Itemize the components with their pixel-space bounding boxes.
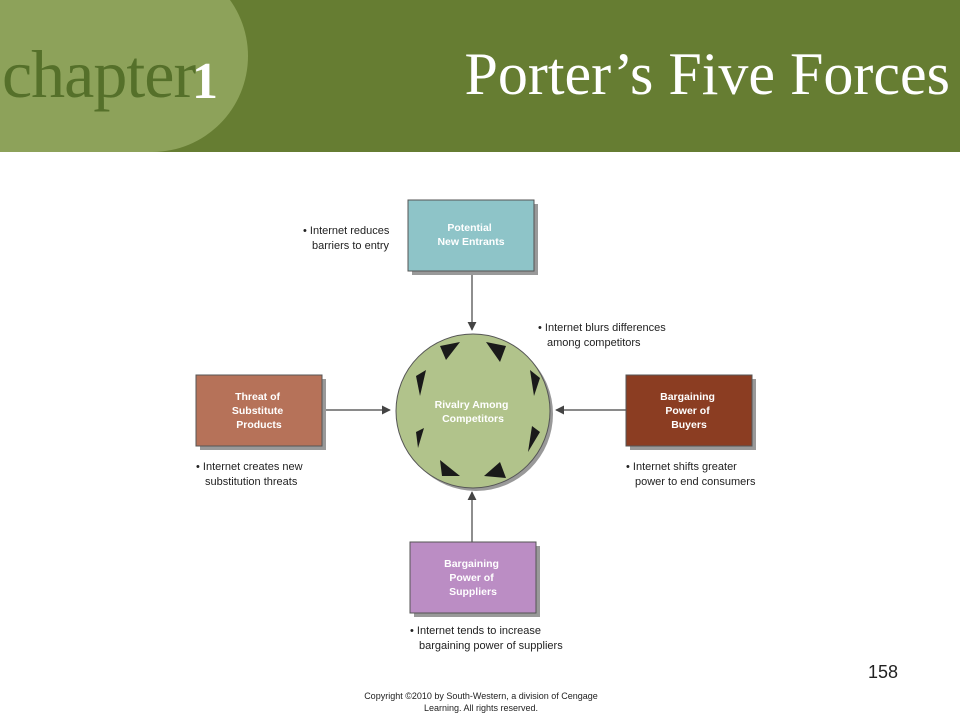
copyright-line: Copyright ©2010 by South-Western, a divi…	[364, 691, 598, 701]
note-line: bargaining power of suppliers	[419, 640, 563, 652]
note-new-entrants: • Internet reduces barriers to entry	[303, 224, 389, 254]
note-line: • Internet shifts greater	[626, 461, 737, 473]
force-box	[407, 199, 535, 272]
rivalry-circle	[395, 333, 551, 489]
copyright-line: Learning. All rights reserved.	[423, 703, 539, 713]
rivalry-wedges	[416, 342, 540, 478]
rivalry-wedge	[530, 370, 540, 396]
rivalry-wedge	[416, 370, 426, 396]
note-line: • Internet reduces	[303, 225, 390, 237]
force-label: Potential New Entrants	[437, 222, 504, 248]
force-label-line: Power of	[665, 405, 710, 417]
rivalry-label-line: Competitors	[442, 413, 504, 425]
force-box	[625, 374, 753, 447]
rivalry-label-line: Rivalry Among	[435, 399, 509, 411]
force-label: Bargaining Power of Buyers	[660, 391, 718, 431]
chapter-label: chapter	[2, 36, 196, 112]
force-label-line: Buyers	[671, 419, 707, 431]
note-line: among competitors	[547, 337, 641, 349]
rivalry-wedge	[486, 342, 506, 362]
rivalry-wedge	[440, 460, 460, 476]
note-line: • Internet tends to increase	[410, 625, 542, 637]
note-line: • Internet creates new	[196, 461, 303, 473]
rivalry-wedge	[528, 426, 540, 452]
page-number: 158	[868, 662, 899, 682]
rivalry-wedge	[440, 342, 460, 360]
rivalry-label: Rivalry Among Competitors	[435, 399, 512, 425]
note-line: barriers to entry	[312, 240, 390, 252]
rivalry-wedge	[416, 428, 424, 448]
force-label-line: Products	[236, 419, 282, 431]
force-label-line: Bargaining	[660, 391, 715, 403]
force-label-line: Bargaining	[444, 558, 499, 570]
note-substitutes: • Internet creates new substitution thre…	[196, 460, 303, 490]
note-rivalry: • Internet blurs differences among compe…	[538, 321, 666, 351]
chapter-badge	[0, 0, 248, 152]
slide-header: chapter 1 Porter’s Five Forces	[0, 0, 960, 152]
force-label-line: Potential	[447, 222, 491, 234]
note-line: power to end consumers	[635, 476, 756, 488]
force-threat-of-substitutes: Threat of Substitute Products	[195, 374, 326, 450]
force-potential-new-entrants: Potential New Entrants	[407, 199, 538, 275]
force-label: Bargaining Power of Suppliers	[444, 558, 502, 598]
force-buyer-power: Bargaining Power of Buyers	[625, 374, 756, 450]
force-label: Threat of Substitute Products	[232, 391, 286, 431]
note-suppliers: • Internet tends to increase bargaining …	[410, 624, 563, 654]
force-label-line: New Entrants	[437, 236, 504, 248]
slide-title: Porter’s Five Forces	[464, 41, 950, 107]
force-supplier-power: Bargaining Power of Suppliers	[409, 541, 540, 617]
rivalry-wedge	[484, 462, 506, 478]
force-label-line: Power of	[449, 572, 494, 584]
force-label-line: Suppliers	[449, 586, 497, 598]
note-line: • Internet blurs differences	[538, 322, 666, 334]
chapter-number: 1	[192, 53, 218, 110]
copyright-notice: Copyright ©2010 by South-Western, a divi…	[300, 690, 662, 714]
note-buyers: • Internet shifts greater power to end c…	[626, 460, 755, 490]
force-box	[195, 374, 323, 447]
rivalry-node: Rivalry Among Competitors	[395, 333, 553, 491]
force-label-line: Substitute	[232, 405, 283, 417]
force-box	[409, 541, 537, 614]
note-line: substitution threats	[205, 476, 298, 488]
force-label-line: Threat of	[235, 391, 280, 403]
